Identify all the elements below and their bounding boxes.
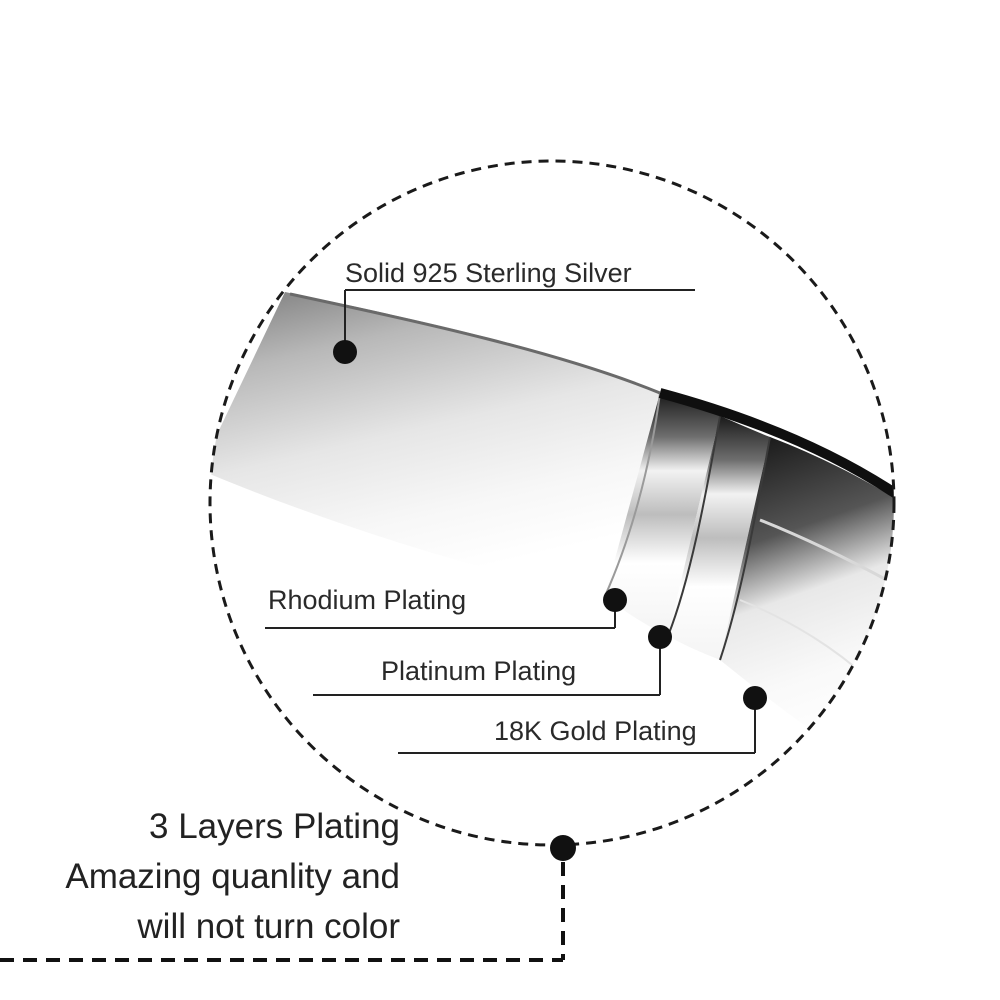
platinum-marker-dot	[648, 625, 672, 649]
callout-rhodium	[265, 588, 627, 629]
caption-line-3: will not turn color	[136, 907, 400, 946]
label-sterling-silver: Solid 925 Sterling Silver	[345, 258, 632, 288]
silver-marker-dot	[333, 340, 357, 364]
callout-gold	[398, 686, 767, 754]
label-gold-plating: 18K Gold Plating	[494, 716, 697, 746]
label-platinum-plating: Platinum Plating	[381, 656, 576, 686]
callout-platinum	[313, 625, 672, 696]
gold-marker-dot	[743, 686, 767, 710]
caption-connector	[0, 835, 576, 962]
circle-anchor-dot	[550, 835, 576, 861]
platinum-layer-band	[668, 416, 770, 660]
rhodium-marker-dot	[603, 588, 627, 612]
caption-title: 3 Layers Plating	[149, 807, 400, 846]
caption-line-2: Amazing quanlity and	[65, 857, 400, 896]
rhodium-layer-band	[605, 393, 720, 636]
silver-core-section	[210, 292, 660, 596]
label-rhodium-plating: Rhodium Plating	[268, 585, 466, 615]
callout-silver	[333, 289, 695, 364]
plated-wire-cross-section	[210, 292, 894, 760]
